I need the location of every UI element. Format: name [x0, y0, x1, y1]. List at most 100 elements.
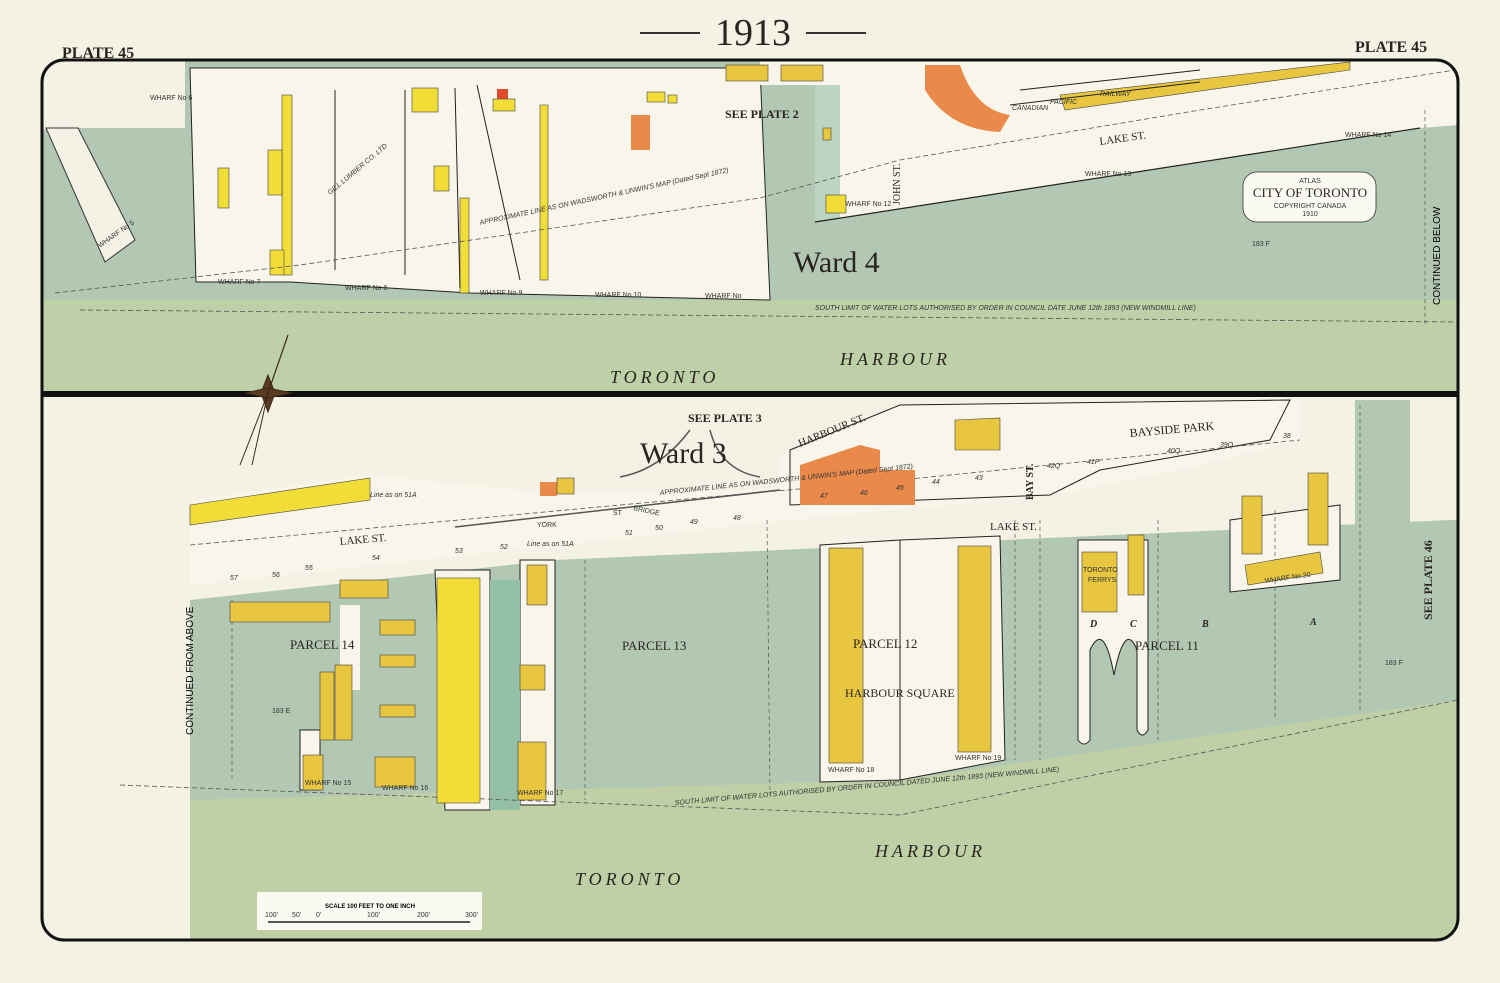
- slip-channel: [490, 580, 520, 810]
- railway-label-canadian: CANADIAN: [1012, 105, 1049, 112]
- continued-from-above-label: CONTINUED FROM ABOVE: [185, 606, 196, 735]
- lake-st-label-left: LAKE ST.: [339, 532, 387, 548]
- sub-lot-b: B: [1201, 619, 1209, 630]
- approx-shore-line-top: [54, 69, 1456, 294]
- lot-number: 54: [372, 555, 380, 562]
- building: [339, 579, 389, 599]
- harbour-st-warehouses: [800, 445, 915, 505]
- bottom-lake-st-land: [190, 400, 1300, 585]
- scale-bar: SCALE 100 FEET TO ONE INCH 100' 50' 0' 1…: [257, 892, 482, 930]
- water-lot-183f-top: 183 F: [1252, 241, 1270, 248]
- building: [379, 619, 416, 636]
- atlas-city-of-toronto-logo: ATLAS CITY OF TORONTO COPYRIGHT CANADA 1…: [1242, 171, 1377, 223]
- logo-city: CITY OF TORONTO: [1253, 185, 1367, 200]
- york-st-label: YORK: [537, 522, 557, 529]
- see-plate-2-label[interactable]: SEE PLATE 2: [725, 107, 799, 121]
- lot-number: 51: [625, 530, 633, 537]
- cpr-roundhouse: [925, 65, 1010, 132]
- building: [217, 167, 230, 209]
- plate-number-left: PLATE 45: [62, 45, 134, 62]
- wharf-label: WHARF No 15: [305, 780, 351, 787]
- building: [725, 64, 769, 82]
- see-plate-3-label[interactable]: SEE PLATE 3: [688, 411, 762, 425]
- water-lot-183f-bottom: 183 F: [1385, 660, 1403, 667]
- scale-title: SCALE 100 FEET TO ONE INCH: [325, 904, 415, 910]
- lot-number: 42Q: [1047, 463, 1061, 470]
- lot-number: 49: [690, 519, 698, 526]
- wharf-label: WHARF No: [705, 293, 742, 300]
- east-slip-water: [1355, 400, 1410, 605]
- lot-number: 55: [305, 565, 313, 572]
- railway-label-pacific: PACIFIC: [1050, 99, 1078, 106]
- continued-below-label: CONTINUED BELOW: [1432, 206, 1443, 305]
- building: [459, 197, 470, 294]
- wharf-label: WHARF No 6: [150, 95, 193, 102]
- lot-number: 47: [820, 493, 829, 500]
- lot-number: 57: [230, 575, 239, 582]
- scale-tick-label: 50': [292, 912, 301, 919]
- lot-number: 39Q: [1220, 442, 1234, 449]
- water-lot-183e: 183 E: [272, 708, 291, 715]
- wharf-label: WHARF No 13: [1085, 171, 1131, 178]
- toronto-ferry-label: TORONTO: [1083, 567, 1118, 574]
- see-plate-46-label[interactable]: SEE PLATE 46: [1421, 540, 1435, 620]
- lot-number: 46: [860, 490, 868, 497]
- scale-tick-label: 100': [265, 912, 278, 919]
- building: [780, 64, 824, 82]
- year-title: 1913: [640, 12, 866, 54]
- wharf-label: WHARF No 12: [845, 201, 891, 208]
- york-st-suffix-label: ST: [613, 510, 623, 517]
- building: [519, 664, 546, 691]
- map-frame: [40, 58, 1460, 942]
- wharf-label: WHARF No 18: [828, 767, 874, 774]
- sub-lot-c: C: [1130, 619, 1137, 630]
- top-slip-channel: [815, 85, 840, 222]
- building: [828, 547, 864, 764]
- building: [667, 94, 678, 104]
- wharf-label: WHARF No 7: [218, 279, 261, 286]
- lot-number: 41P: [1087, 459, 1100, 466]
- york-bridge-west: [619, 429, 691, 478]
- lot-number: 43: [975, 475, 983, 482]
- building: [517, 741, 547, 801]
- building: [539, 104, 549, 281]
- parcel-11-label: PARCEL 11: [1135, 638, 1199, 653]
- building: [229, 601, 331, 623]
- building: [957, 545, 992, 753]
- bottom-buildings: [189, 417, 1329, 804]
- building: [1241, 495, 1263, 555]
- logo-year: 1910: [1302, 211, 1318, 218]
- top-buildings: [217, 61, 1351, 294]
- line-as-on-label: Line as on 51A: [527, 541, 574, 548]
- lot-number: 53: [455, 548, 463, 555]
- building: [492, 98, 516, 112]
- ferry-building: [1081, 551, 1118, 613]
- building: [334, 664, 353, 741]
- building: [954, 417, 1001, 451]
- wharf-5-pier: [45, 127, 136, 263]
- wharf-label: WHARF No 16: [382, 785, 428, 792]
- building-stone: [631, 115, 650, 150]
- lot-numbers: 57 56 55 54 53 52 51 50 49 48 47 46 45 4…: [230, 433, 1291, 582]
- ward-3-label: Ward 3: [640, 437, 727, 470]
- top-harbour-water-lower: [42, 300, 1458, 395]
- bottom-harbour-water-lower: [190, 700, 1458, 940]
- building: [433, 165, 450, 192]
- building: [269, 249, 285, 276]
- building: [379, 654, 416, 668]
- building: [319, 671, 335, 741]
- ward-4-label: Ward 4: [793, 246, 880, 279]
- logo-copyright: COPYRIGHT CANADA: [1274, 203, 1347, 210]
- wharf-6-pier: [145, 68, 180, 105]
- lot-number: 40Q: [1167, 448, 1181, 455]
- top-left-corner-land: [42, 60, 120, 70]
- compass-rose-icon: [239, 334, 293, 466]
- year-label: 1913: [715, 12, 791, 54]
- toronto-label-top: TORONTO: [610, 367, 719, 387]
- sub-lot-d: D: [1089, 619, 1097, 630]
- lot-number: 56: [272, 572, 280, 579]
- wharf-label: WHARF No 9: [480, 290, 523, 297]
- wharf-label: WHARF No 14: [1345, 132, 1391, 139]
- building: [556, 477, 575, 495]
